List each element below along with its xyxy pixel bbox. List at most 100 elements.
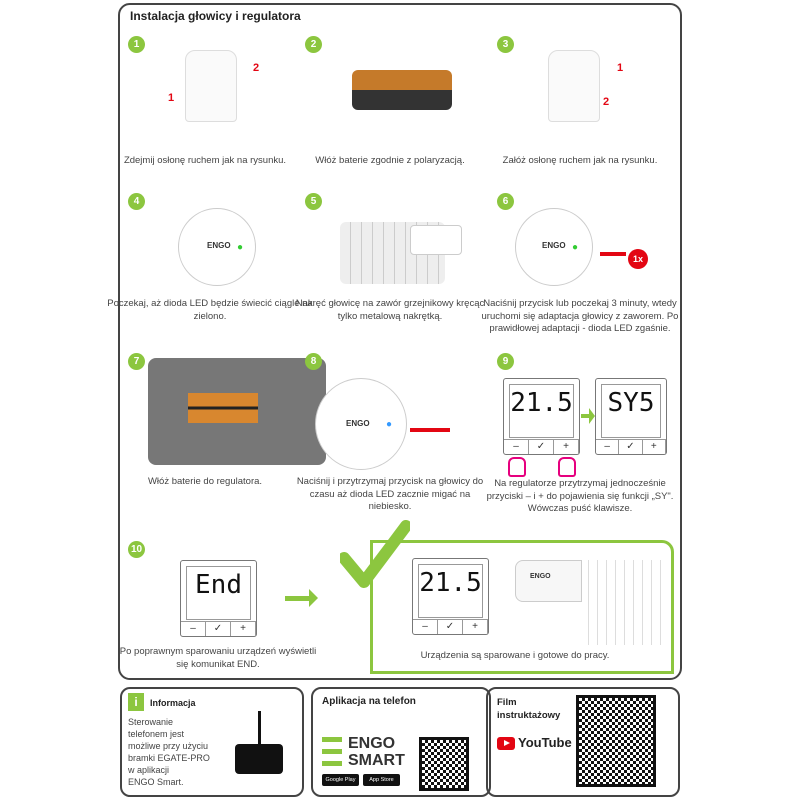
step-caption: Nakręć głowicę na zawór grzejnikowy kręc… <box>295 298 485 322</box>
step-caption: Zdejmij osłonę ruchem jak na rysunku. <box>123 155 287 166</box>
ok-button[interactable]: ✓ <box>619 440 643 454</box>
checkmark-icon <box>340 520 410 588</box>
arrow-label: 2 <box>603 96 610 108</box>
step-number: 5 <box>305 193 322 210</box>
step-number: 10 <box>128 541 145 558</box>
ok-button[interactable]: ✓ <box>529 440 554 454</box>
youtube-logo[interactable]: YouTube <box>518 735 572 750</box>
plus-button[interactable]: + <box>231 622 256 636</box>
lcd-screen: 21.5 <box>418 564 483 618</box>
regulator-display: 21.5 –✓+ <box>503 378 580 455</box>
plus-button[interactable]: + <box>643 440 666 454</box>
lcd-screen: End <box>186 566 251 620</box>
step-number: 9 <box>497 353 514 370</box>
brand-label: ENGO <box>346 419 370 428</box>
step-caption: Załóż osłonę ruchem jak na rysunku. <box>502 155 658 166</box>
step-caption: Na regulatorze przytrzymaj jednocześnie … <box>486 478 674 514</box>
youtube-play-icon <box>497 737 515 750</box>
installation-frame <box>118 3 682 680</box>
info-title: Informacja <box>150 698 196 708</box>
paired-caption: Urządzenia są sparowane i gotowe do prac… <box>420 650 610 661</box>
thermostat-head-image: ENGO <box>515 560 582 602</box>
thermostat-head-front: ENGO ● <box>315 378 407 470</box>
info-line: możliwe przy użyciu <box>128 741 209 751</box>
press-count-badge: 1x <box>628 249 648 269</box>
minus-button[interactable]: – <box>596 440 620 454</box>
film-qr-code[interactable] <box>576 695 656 787</box>
minus-button[interactable]: – <box>413 620 438 634</box>
brand-label: ENGO <box>542 241 566 250</box>
step-caption: Naciśnij i przytrzymaj przycisk na głowi… <box>296 476 484 512</box>
step-caption: Poczekaj, aż dioda LED będzie świecić ci… <box>107 298 313 322</box>
green-arrow-icon <box>581 414 593 418</box>
regulator-display: End –✓+ <box>180 560 257 637</box>
logo-line: ENGO <box>348 735 396 752</box>
batteries-image <box>352 70 452 110</box>
minus-button[interactable]: – <box>504 440 529 454</box>
green-led-icon: ● <box>572 242 579 253</box>
arrow-label: 1 <box>617 62 624 74</box>
radiator-image <box>580 560 668 645</box>
step-number: 4 <box>128 193 145 210</box>
step-caption: Po poprawnym sparowaniu urządzeń wyświet… <box>119 646 317 670</box>
regulator-back-image <box>148 358 326 465</box>
lcd-screen: 21.5 <box>509 384 574 438</box>
engo-logo-icon <box>322 737 342 767</box>
green-arrow-head <box>589 408 595 424</box>
step-number: 6 <box>497 193 514 210</box>
app-store-button[interactable]: App Store <box>363 774 400 786</box>
step-number: 1 <box>128 36 145 53</box>
red-arrow-icon <box>600 252 626 256</box>
info-line: bramki EGATE-PRO <box>128 753 210 763</box>
plus-button[interactable]: + <box>554 440 579 454</box>
blue-led-icon: ● <box>386 419 393 430</box>
step-caption: Naciśnij przycisk lub poczekaj 3 minuty,… <box>481 298 679 334</box>
step-number: 3 <box>497 36 514 53</box>
info-line: ENGO Smart. <box>128 777 184 787</box>
finger-press-icon <box>558 457 576 477</box>
regulator-display: SY5 –✓+ <box>595 378 667 455</box>
batteries-image <box>188 393 258 423</box>
green-led-icon: ● <box>237 242 244 253</box>
brand-label: ENGO <box>207 241 231 250</box>
info-line: w aplikacji <box>128 765 170 775</box>
google-play-button[interactable]: Google Play <box>322 774 359 786</box>
arrow-label: 1 <box>168 92 175 104</box>
step-caption: Włóż baterie do regulatora. <box>147 476 263 487</box>
app-qr-code[interactable] <box>419 737 469 791</box>
brand-label: ENGO <box>530 573 551 580</box>
info-line: telefonem jest <box>128 729 185 739</box>
app-title: Aplikacja na telefon <box>322 696 416 707</box>
info-line: Sterowanie <box>128 717 174 727</box>
thermostat-head-image <box>410 225 462 255</box>
thermostat-head-image <box>548 50 600 122</box>
ok-button[interactable]: ✓ <box>206 622 231 636</box>
green-arrow-icon <box>285 596 311 601</box>
antenna <box>258 711 261 745</box>
green-arrow-head <box>309 589 318 607</box>
step-number: 8 <box>305 353 322 370</box>
egate-gateway-image <box>235 744 283 774</box>
red-arrow-icon <box>410 428 450 432</box>
paired-box <box>370 540 674 674</box>
thermostat-head-image <box>185 50 237 122</box>
step-number: 2 <box>305 36 322 53</box>
info-text: Sterowanie telefonem jest możliwe przy uży… <box>128 716 210 788</box>
step-caption: Włóż baterie zgodnie z polaryzacją. <box>315 155 465 166</box>
arrow-label: 2 <box>253 62 260 74</box>
page-title: Instalacja głowicy i regulatora <box>130 9 301 23</box>
regulator-display: 21.5 –✓+ <box>412 558 489 635</box>
film-panel: Film instruktażowy YouTube <box>486 687 680 797</box>
lcd-screen: SY5 <box>601 384 661 438</box>
info-icon: i <box>128 693 144 711</box>
minus-button[interactable]: – <box>181 622 206 636</box>
step-number: 7 <box>128 353 145 370</box>
plus-button[interactable]: + <box>463 620 488 634</box>
film-title: Film instruktażowy <box>497 697 561 721</box>
ok-button[interactable]: ✓ <box>438 620 463 634</box>
logo-line: SMART <box>348 752 405 769</box>
info-panel: i Informacja Sterowanie telefonem jest moż… <box>120 687 304 797</box>
finger-press-icon <box>508 457 526 477</box>
